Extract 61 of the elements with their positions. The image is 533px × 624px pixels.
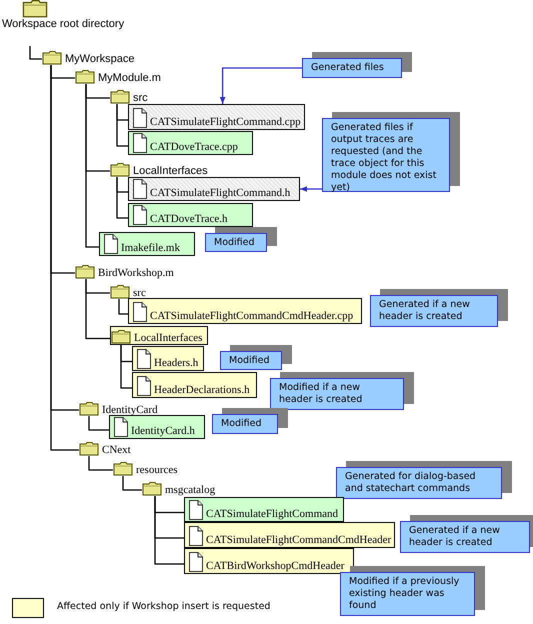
callout-note: Generated if a new header is created bbox=[370, 295, 498, 327]
folder-name: BirdWorkshop.m bbox=[98, 267, 174, 279]
folder-name: MyWorkspace bbox=[65, 53, 134, 65]
file-name: CATSimulateFlightCommandCmdHeader.cpp bbox=[150, 310, 354, 322]
folder-name: Workspace root directory bbox=[2, 18, 124, 31]
file-entry-box bbox=[128, 104, 305, 130]
tree-line bbox=[85, 84, 99, 248]
tree-line bbox=[29, 46, 42, 60]
folder-name: CNext bbox=[102, 444, 131, 456]
callout-note: Modified bbox=[205, 233, 267, 252]
file-entry-box bbox=[99, 232, 195, 256]
folder-entry-box bbox=[110, 326, 208, 345]
file-entry-box bbox=[132, 372, 257, 398]
file-name: Headers.h bbox=[154, 357, 198, 369]
file-entry-box bbox=[128, 177, 300, 201]
file-entry-box bbox=[128, 131, 253, 155]
folder-name: LocalInterfaces bbox=[134, 332, 202, 344]
file-name: IdentityCard.h bbox=[131, 425, 195, 437]
file-name: HeaderDeclarations.h bbox=[154, 384, 250, 396]
tree-line bbox=[122, 476, 142, 491]
legend-text: Affected only if Workshop insert is requested bbox=[57, 601, 270, 612]
file-name: Imakefile.mk bbox=[121, 242, 180, 254]
file-name: CATBirdWorkshopCmdHeader bbox=[206, 560, 344, 572]
folder-name: LocalInterfaces bbox=[133, 165, 208, 177]
file-entry-box bbox=[128, 298, 362, 324]
callout-note: Modified bbox=[212, 414, 278, 434]
file-name: CATDoveTrace.h bbox=[150, 213, 228, 225]
tree-line bbox=[88, 456, 113, 471]
callout-note: Generated files bbox=[302, 58, 402, 78]
arrow bbox=[300, 186, 322, 192]
folder-name: msgcatalog bbox=[165, 484, 216, 496]
file-name: CATSimulateFlightCommand bbox=[206, 508, 338, 520]
file-name: CATSimulateFlightCommandCmdHeader bbox=[206, 534, 392, 546]
callout-note: Generated if a new header is created bbox=[400, 521, 530, 553]
file-entry-box bbox=[184, 548, 354, 574]
callout-note: Modified if a new header is created bbox=[270, 378, 404, 410]
callout-note: Modified bbox=[220, 351, 282, 370]
tree-line bbox=[116, 104, 128, 147]
callout-note: Generated files if output traces are requested (and the trace object for this module does not exist yet) bbox=[322, 118, 450, 192]
tree-line bbox=[116, 177, 128, 219]
file-entry-box bbox=[128, 203, 253, 227]
tree-line bbox=[88, 416, 109, 431]
folder-name: IdentityCard bbox=[102, 404, 158, 416]
file-name: CATSimulateFlightCommand.h bbox=[150, 187, 290, 199]
folder-name: MyModule.m bbox=[98, 72, 161, 84]
file-entry-box bbox=[109, 415, 205, 439]
file-name: CATDoveTrace.cpp bbox=[150, 141, 238, 153]
file-entry-box bbox=[184, 497, 344, 522]
callout-note: Modified if a previously existing header was found bbox=[340, 572, 475, 616]
folder-name: resources bbox=[136, 464, 178, 476]
arrow bbox=[220, 67, 302, 104]
tree-line bbox=[118, 299, 128, 315]
folder-name: src bbox=[133, 92, 148, 104]
folder-name: src bbox=[133, 287, 146, 299]
file-name: CATSimulateFlightCommand.cpp bbox=[150, 116, 301, 128]
tree-line bbox=[154, 496, 184, 565]
callout-note: Generated for dialog-based and statechart commands bbox=[336, 467, 502, 499]
tree-line bbox=[85, 279, 110, 340]
file-entry-box bbox=[184, 522, 396, 548]
file-entry-box bbox=[132, 346, 204, 371]
tree-line bbox=[120, 345, 132, 389]
